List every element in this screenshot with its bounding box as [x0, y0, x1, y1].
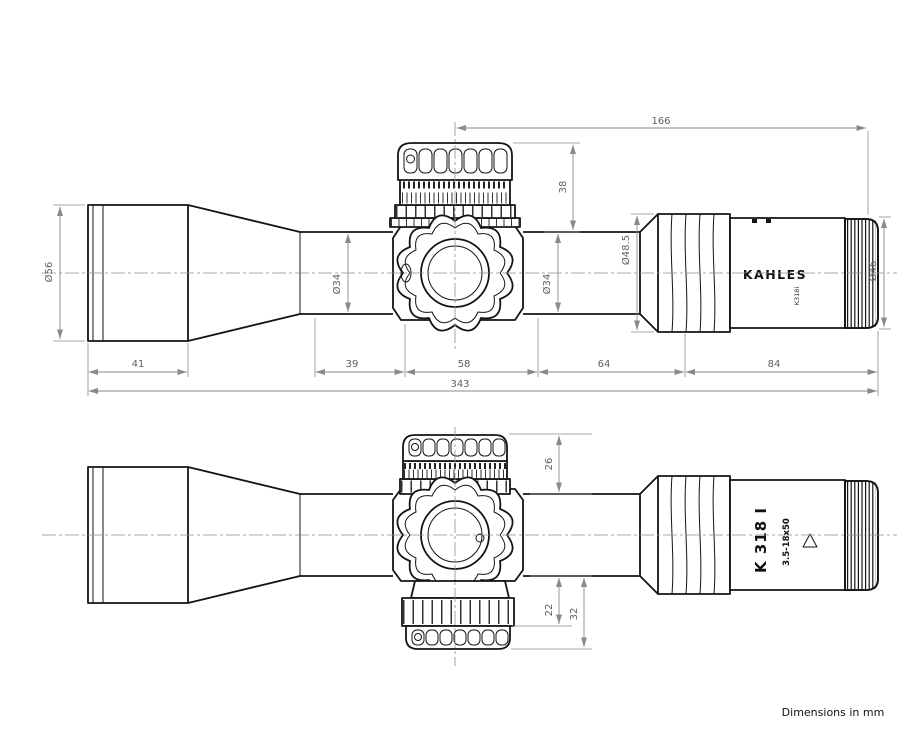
- dim-tube-diameter-rear: Ø34: [541, 274, 553, 295]
- dim-dial-inner-height: 22: [544, 604, 555, 617]
- top-view: K 318 I 3.5-18x50: [87, 434, 879, 650]
- model-text: K 318 I: [752, 507, 770, 573]
- dim-segment-a: 39: [346, 359, 359, 370]
- dim-segment-d: 84: [768, 359, 781, 370]
- magnification-text: 3.5-18x50: [782, 518, 792, 566]
- dimensions-top-view: 26 22 32: [509, 433, 592, 650]
- centerlines: [42, 122, 897, 666]
- dim-turret-height: 38: [558, 181, 569, 194]
- main-tube: [300, 231, 640, 315]
- dim-dial-outer-height: 32: [569, 608, 580, 621]
- dimensions-side-view: 166 38 Ø48.5 Ø46 Ø56 Ø34 Ø34: [43, 116, 891, 396]
- brand-text: KAHLES: [743, 267, 807, 282]
- side-view: KAHLES K318i: [87, 142, 879, 342]
- units-note: Dimensions in mm: [782, 706, 885, 719]
- dim-rear-length: 166: [651, 116, 670, 127]
- dim-segment-c: 64: [598, 359, 611, 370]
- dim-eyepiece-diameter: Ø46: [867, 261, 879, 282]
- dim-total-length: 343: [450, 379, 469, 390]
- model-small-text: K318i: [793, 287, 801, 306]
- dim-ocular-diameter: Ø48.5: [620, 235, 632, 265]
- dim-windage-height: 26: [544, 458, 555, 471]
- dim-objective-diameter: Ø56: [43, 262, 55, 283]
- dim-tube-diameter-front: Ø34: [331, 274, 343, 295]
- dim-objective-length: 41: [132, 359, 145, 370]
- dim-segment-b: 58: [458, 359, 471, 370]
- illumination-dial-top: [401, 580, 515, 650]
- warning-triangle-icon: [802, 533, 818, 548]
